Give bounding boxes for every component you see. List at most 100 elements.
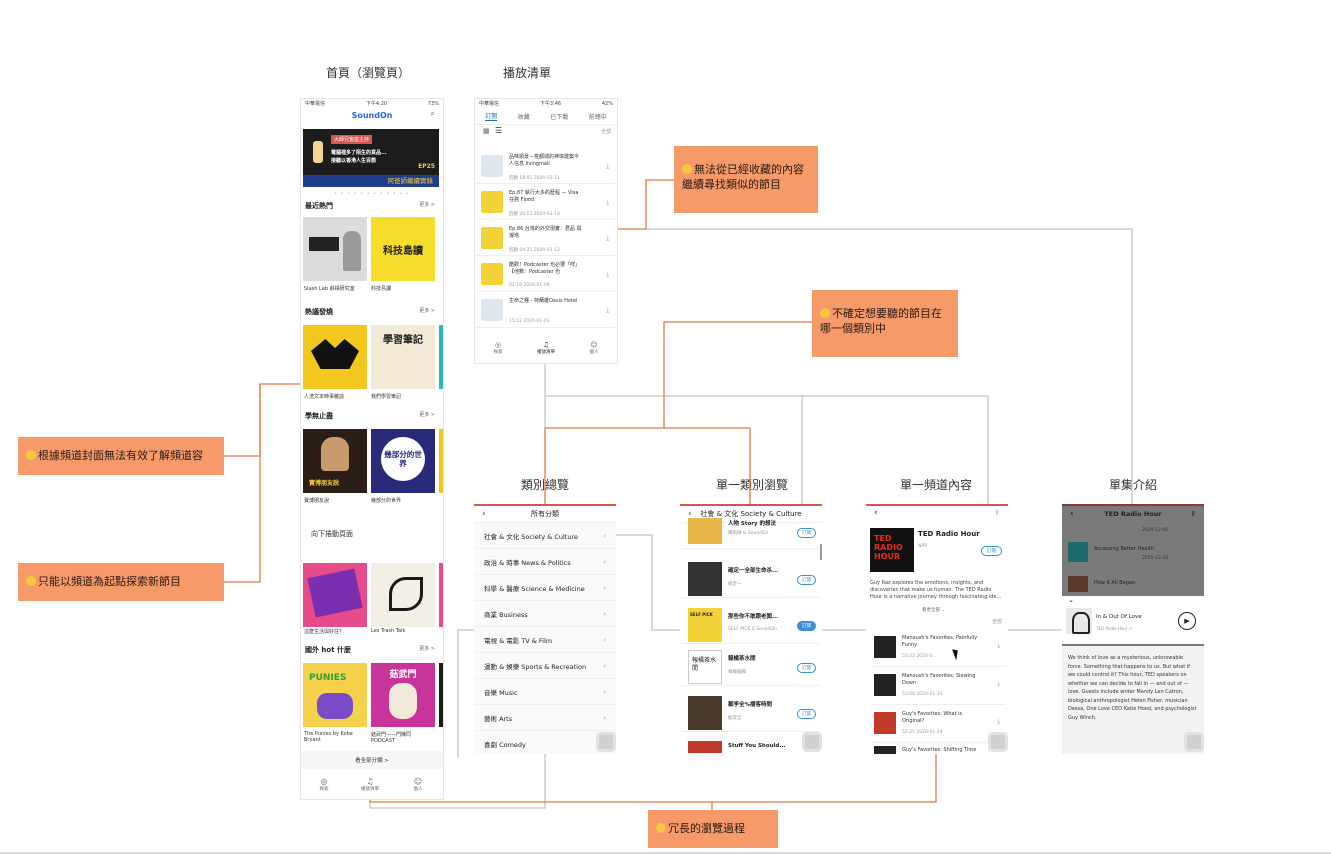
episode-thumb xyxy=(481,299,503,321)
cover-art xyxy=(307,568,363,618)
more-link[interactable]: 更多 > xyxy=(419,308,435,314)
tab-explore[interactable]: ◎ 探索 xyxy=(315,777,333,792)
expand-link[interactable]: 看更全部 ⌄ xyxy=(922,607,945,613)
category-row[interactable]: 藝術 Arts› xyxy=(474,705,616,731)
list-item[interactable]: 確定一全部生命杀...確定一訂閱 xyxy=(682,559,820,598)
cover-partial xyxy=(439,429,443,493)
category-row[interactable]: 喜劇 Comedy› xyxy=(474,731,616,754)
back-icon[interactable]: ‹ xyxy=(874,508,878,518)
floating-action-button[interactable] xyxy=(988,732,1008,752)
cover-baobo[interactable]: 寶博朋友說 xyxy=(303,429,367,493)
download-icon[interactable]: ⤓ xyxy=(606,235,609,242)
list-item[interactable]: Guy's Favorites: What is Original?52:25 … xyxy=(870,706,1006,743)
screen-title: 所有分類 xyxy=(531,510,559,518)
more-link[interactable]: 更多 > xyxy=(419,412,435,418)
grid-view-icon[interactable]: ▦ xyxy=(483,127,490,135)
background-list: 2020-12-06 Accessing Better Health 2020-… xyxy=(1062,522,1204,594)
cover-text-rant[interactable] xyxy=(303,325,367,389)
tab-explore[interactable]: ◎ 探索 xyxy=(489,341,507,355)
single-channel-screen: ‹ ⇪ TED RADIO HOUR TED Radio Hour NPR 訂閱… xyxy=(866,504,1008,754)
list-view-icon[interactable]: ☰ xyxy=(495,126,503,135)
download-icon[interactable]: ⤓ xyxy=(997,642,1000,649)
category-row[interactable]: 電視 & 電影 TV & Film› xyxy=(474,627,616,653)
cover-slash-lab[interactable] xyxy=(303,217,367,281)
cover-pink[interactable] xyxy=(303,563,367,627)
subscribe-button[interactable]: 訂閱 xyxy=(797,575,816,585)
floating-action-button[interactable] xyxy=(1184,732,1204,752)
tab-downloaded[interactable]: 已下載 xyxy=(550,113,569,121)
download-icon[interactable]: ⤓ xyxy=(997,718,1000,725)
category-label: 科學 & 醫療 Science & Medicine xyxy=(484,584,585,593)
floating-action-button[interactable] xyxy=(802,732,822,752)
cover-tech-island[interactable]: 科技島讀 xyxy=(371,217,435,281)
select-all[interactable]: 全部 xyxy=(600,129,611,135)
list-item[interactable]: Stuff You Should... xyxy=(682,738,820,754)
subscribe-button[interactable]: 訂閱 xyxy=(797,663,816,673)
back-icon[interactable]: ‹ xyxy=(688,509,692,519)
tab-playlist[interactable]: ♫ 播放清單 xyxy=(535,341,557,355)
list-item[interactable]: 報橘茶水間報橘茶水間報橘編輯訂閱 xyxy=(682,647,820,686)
episode-channel-link[interactable]: TED Radio Hour > xyxy=(1096,626,1133,631)
list-item[interactable]: Guy's Favorites: Shifting Time xyxy=(870,744,1006,754)
banner-ep: EP25 xyxy=(418,163,435,170)
share-icon[interactable]: ⇪ xyxy=(994,509,1000,517)
more-link[interactable]: 更多 > xyxy=(419,202,435,208)
section-title: 最近熱門 xyxy=(305,202,333,210)
scrollbar[interactable] xyxy=(820,544,822,560)
category-row[interactable]: 運動 & 娛樂 Sports & Recreation› xyxy=(474,653,616,679)
category-row[interactable]: 商業 Business› xyxy=(474,601,616,627)
channel-title: 人物 Story 的想法 xyxy=(728,521,776,527)
tab-in-progress[interactable]: 前總中 xyxy=(588,113,607,121)
emoji-icon xyxy=(656,823,666,833)
more-link[interactable]: 更多 > xyxy=(419,646,435,652)
back-icon[interactable]: ‹ xyxy=(1070,509,1074,519)
download-icon[interactable]: ⤓ xyxy=(606,271,609,278)
play-icon[interactable]: ▶ xyxy=(1178,612,1196,630)
channel-title: 截李全%播客時間 xyxy=(728,702,773,708)
subscribe-button[interactable]: 訂閱 xyxy=(797,709,816,719)
category-row[interactable]: 社會 & 文化 Society & Culture› xyxy=(474,523,616,549)
cover-parts-world[interactable]: 幾部分的世界 xyxy=(371,429,435,493)
episode-intro-screen: ‹ TED Radio Hour ⇪ 2020-12-06 Accessing … xyxy=(1062,504,1204,754)
chevron-down-icon[interactable]: ⌄ xyxy=(1068,596,1074,604)
tab-favorites[interactable]: 收藏 xyxy=(517,113,530,121)
category-label: 社會 & 文化 Society & Culture xyxy=(484,532,579,541)
search-icon[interactable]: ⌕ xyxy=(430,109,435,118)
back-icon[interactable]: ‹ xyxy=(482,509,486,519)
download-icon[interactable]: ⤓ xyxy=(606,307,609,314)
category-row[interactable]: 音樂 Music› xyxy=(474,679,616,705)
cover-gate[interactable]: 菇武門 xyxy=(371,663,435,727)
list-item[interactable]: Ep.86 台灣的外交現實：君品 與凝塔回顧 04:21 2020-01-12⤓ xyxy=(477,221,615,256)
headphones-icon: ♫ xyxy=(366,777,374,786)
cover-punies[interactable]: PUNIES xyxy=(303,663,367,727)
tab-profile[interactable]: ☺ 個人 xyxy=(585,341,603,355)
list-item[interactable]: 截李全%播客時間截李全訂閱 xyxy=(682,693,820,732)
download-icon[interactable]: ⤓ xyxy=(997,680,1000,687)
tab-subscribed[interactable]: 訂閱 xyxy=(485,113,498,121)
subscribe-button[interactable]: 訂閱 xyxy=(797,528,816,538)
cover-study-notes[interactable]: 學習筆記 xyxy=(371,325,435,389)
subscribe-button[interactable]: 訂閱 xyxy=(797,621,816,631)
floating-action-button[interactable] xyxy=(596,732,616,752)
tab-profile[interactable]: ☺ 個人 xyxy=(409,777,427,792)
category-row[interactable]: 科學 & 醫療 Science & Medicine› xyxy=(474,575,616,601)
download-icon[interactable]: ⤓ xyxy=(606,163,609,170)
all-link[interactable]: 全部 xyxy=(991,619,1002,625)
banner[interactable]: 大師兄客座主持 電腦裡多了陌生的貨品... 接聽以香港人生百態 EP25 阿爸師… xyxy=(303,129,439,187)
subscribe-button[interactable]: 訂閱 xyxy=(981,546,1002,556)
category-row[interactable]: 政治 & 時事 News & Politics› xyxy=(474,549,616,575)
download-icon[interactable]: ⤓ xyxy=(606,199,609,206)
share-icon[interactable]: ⇪ xyxy=(1190,510,1196,518)
carrier: 中華電信 xyxy=(305,101,326,107)
tab-playlist[interactable]: ♫ 播放清單 xyxy=(359,777,381,792)
cover-les-trash[interactable] xyxy=(371,563,435,627)
all-categories-link[interactable]: 看全部分類 > xyxy=(301,751,443,769)
